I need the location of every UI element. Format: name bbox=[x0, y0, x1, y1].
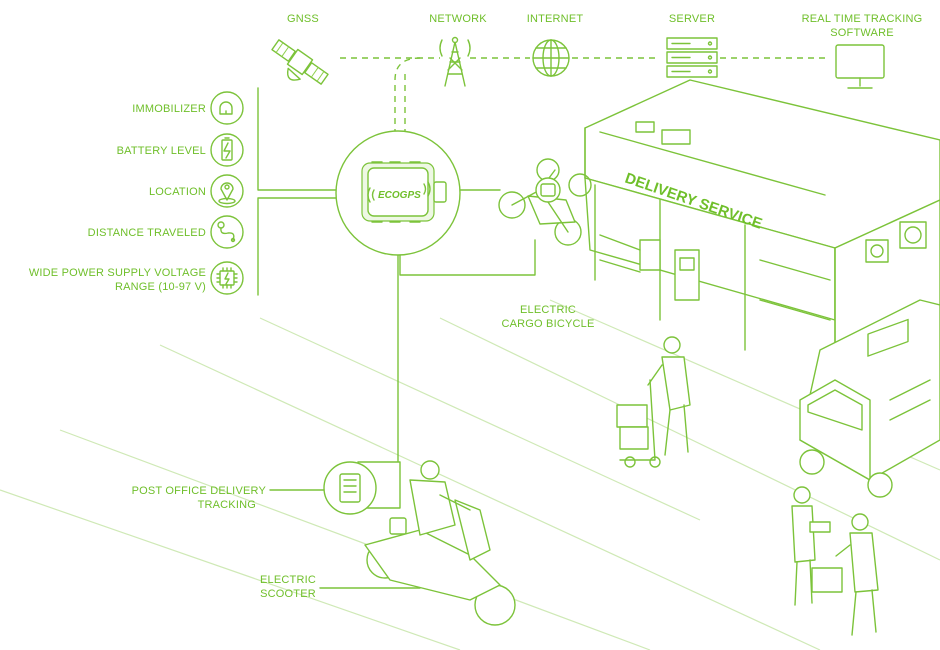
server-icon bbox=[666, 37, 718, 78]
feature-links bbox=[257, 87, 536, 521]
roof-box bbox=[661, 129, 691, 145]
software-label-line1: REAL TIME TRACKING bbox=[802, 13, 923, 25]
feature-distance-traveled: DISTANCE TRAVELED bbox=[88, 215, 244, 249]
feature-location: LOCATION bbox=[149, 174, 244, 208]
package-handover bbox=[791, 486, 879, 636]
battery-icon bbox=[210, 133, 244, 167]
network-label: NETWORK bbox=[429, 13, 487, 25]
delivery-van bbox=[799, 299, 940, 498]
satellite-icon bbox=[271, 39, 329, 85]
immobilizer-icon bbox=[210, 91, 244, 125]
network-links bbox=[340, 57, 830, 135]
feature-immobilizer: IMMOBILIZER bbox=[132, 91, 244, 125]
power-chip-icon bbox=[210, 261, 244, 295]
monitor-icon bbox=[835, 44, 885, 89]
feature-label: DISTANCE TRAVELED bbox=[88, 227, 206, 239]
electric-scooter bbox=[323, 460, 516, 626]
feature-label: LOCATION bbox=[149, 186, 206, 198]
tracker-on-scooter bbox=[389, 517, 407, 535]
antenna-tower-icon bbox=[439, 36, 471, 87]
delivery-building: DELIVERY SERVICE bbox=[584, 79, 940, 391]
feature-battery-level: BATTERY LEVEL bbox=[117, 133, 244, 167]
feature-label-line1: WIDE POWER SUPPLY VOLTAGE bbox=[29, 267, 206, 279]
cargo-bike-label-line2: CARGO BICYCLE bbox=[501, 318, 594, 330]
courier-hand-truck bbox=[616, 336, 691, 468]
scooter-label-line1: ELECTRIC bbox=[260, 574, 316, 586]
roof-box bbox=[635, 121, 655, 133]
scooter-label-line2: SCOOTER bbox=[260, 588, 316, 600]
gnss-label: GNSS bbox=[287, 13, 319, 25]
door bbox=[639, 239, 661, 271]
rider-head bbox=[420, 460, 440, 480]
feature-label: BATTERY LEVEL bbox=[117, 145, 206, 157]
internet-label: INTERNET bbox=[527, 13, 584, 25]
feature-label: IMMOBILIZER bbox=[132, 103, 206, 115]
route-icon bbox=[210, 215, 244, 249]
feature-label-line2: RANGE (10-97 V) bbox=[115, 281, 206, 293]
server-label: SERVER bbox=[669, 13, 715, 25]
software-label-line2: SOFTWARE bbox=[830, 27, 894, 39]
road-lines bbox=[0, 299, 940, 650]
post-tracking-label-line2: TRACKING bbox=[198, 499, 256, 511]
post-tracking-label-line1: POST OFFICE DELIVERY bbox=[132, 485, 267, 497]
cargo-bike-label-line1: ELECTRIC bbox=[520, 304, 576, 316]
location-pin-icon bbox=[210, 174, 244, 208]
cargo-bicycle bbox=[498, 158, 592, 246]
device-brand: ECOGPS bbox=[378, 190, 421, 201]
feature-power-supply: WIDE POWER SUPPLY VOLTAGE RANGE (10-97 V… bbox=[29, 261, 244, 295]
tracker-device: ECOGPS bbox=[335, 130, 461, 256]
globe-icon bbox=[532, 39, 570, 77]
